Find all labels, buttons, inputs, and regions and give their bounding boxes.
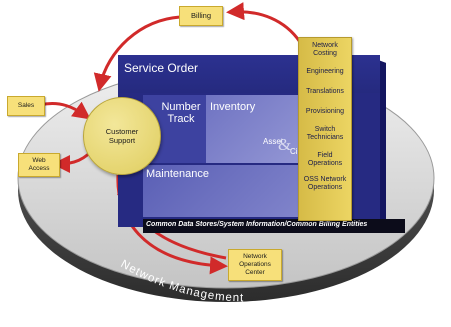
billing-label: Billing (190, 11, 211, 20)
noc-operations-label: Operations (239, 261, 271, 268)
noc-center-label: Center (245, 269, 265, 276)
arrow-billing-to-support (93, 15, 181, 92)
number-track-label: Number Track (158, 101, 204, 125)
billing-note: Billing (179, 6, 223, 26)
ampersand-label: & (278, 135, 292, 154)
web-label: Web (32, 157, 46, 164)
service-order-label: Service Order (124, 61, 199, 75)
maintenance-label: Maintenance (146, 168, 209, 180)
common-data-band (143, 219, 405, 233)
customer-support-circle: Customer Support (83, 97, 161, 175)
number-label: Number (161, 101, 201, 113)
customer-label: Customer (105, 127, 139, 136)
asset-label: Asset (263, 137, 284, 146)
column-item-translations: Translations (306, 88, 344, 95)
track-label: Track (167, 113, 195, 125)
web-access-note: Web Access (18, 153, 60, 177)
service-box: Service Order Number Track Inventory Ass… (118, 37, 405, 233)
access-label: Access (28, 165, 50, 172)
column-item-provisioning: Provisioning (305, 108, 345, 115)
sales-note: Sales (7, 96, 45, 116)
arrow-network-costing-to-billing (226, 2, 302, 43)
inventory-label: Inventory (210, 101, 256, 113)
noc-note: Network Operations Center (228, 249, 282, 281)
noc-network-label: Network (243, 253, 267, 260)
support-label: Support (108, 136, 136, 145)
sales-label: Sales (17, 102, 35, 109)
column-item-engineering: Engineering (306, 68, 344, 75)
common-data-label: Common Data Stores/System Information/Co… (146, 221, 368, 228)
